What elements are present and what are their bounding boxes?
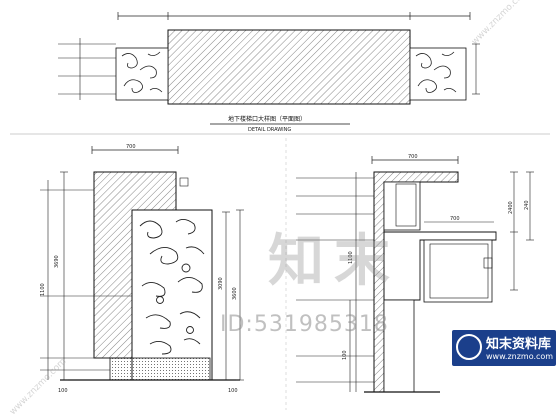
watermark-text: 知末 — [268, 229, 400, 294]
section-dim-mid: 700 — [450, 216, 460, 222]
elev-dim-top: 700 — [126, 144, 136, 150]
watermark-id: ID:531985318 — [220, 312, 389, 337]
elev-dim-right-1: 3600 — [232, 287, 238, 300]
brand-logo: 知末资料库 www.znzmo.com — [452, 330, 556, 366]
elev-dim-right-2: 3090 — [218, 277, 224, 290]
elev-dim-left-1: 3690 — [54, 255, 60, 268]
elev-ornament-panel — [131, 209, 213, 381]
section-dim-left-1: 1100 — [348, 251, 354, 264]
section-dim-top: 700 — [408, 154, 418, 160]
plan-caption: 地下楼梯口大样图（平面图） — [228, 115, 306, 123]
section-dim-left-2: 100 — [342, 350, 348, 360]
elev-dim-bottom-2: 100 — [228, 388, 238, 394]
section-dim-right-2: 240 — [524, 200, 530, 210]
plan-ornament-left — [115, 47, 169, 101]
logo-url: www.znzmo.com — [486, 352, 554, 361]
plan-view: 地下楼梯口大样图（平面图） DETAIL DRAWING — [10, 12, 550, 135]
elev-ornament-scrolls — [139, 219, 205, 355]
plan-ornament-right — [409, 47, 467, 101]
elevation-view: 700 — [40, 144, 244, 394]
plan-stair-block — [167, 29, 411, 105]
logo-icon — [456, 334, 482, 360]
elev-dim-bottom-1: 100 — [58, 388, 68, 394]
logo-name: 知末资料库 — [486, 337, 552, 352]
elev-dim-left-2: 1100 — [40, 283, 46, 296]
section-dim-right-1: 2400 — [508, 201, 514, 214]
elev-plinth — [109, 357, 211, 381]
section-view: 700 1100 100 — [285, 138, 534, 410]
plan-caption-sub: DETAIL DRAWING — [248, 127, 291, 133]
